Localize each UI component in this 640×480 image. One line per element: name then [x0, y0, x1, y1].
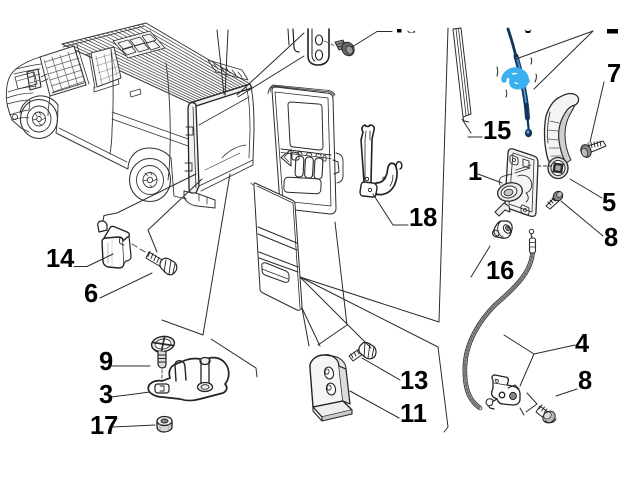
svg-text:3: 3 — [99, 381, 113, 409]
svg-text:5: 5 — [602, 189, 616, 217]
svg-text:17: 17 — [90, 412, 118, 440]
svg-text:16: 16 — [486, 257, 514, 285]
svg-text:8: 8 — [578, 367, 592, 395]
svg-text:13: 13 — [400, 367, 428, 395]
svg-text:9: 9 — [99, 348, 113, 376]
svg-text:11: 11 — [400, 400, 427, 428]
svg-text:18: 18 — [409, 204, 437, 232]
svg-text:4: 4 — [575, 330, 590, 358]
svg-text:1: 1 — [468, 158, 482, 186]
svg-text:14: 14 — [46, 245, 75, 273]
svg-text:6: 6 — [84, 280, 98, 308]
svg-text:7: 7 — [607, 60, 621, 88]
svg-text:8: 8 — [604, 224, 618, 252]
svg-text:15: 15 — [483, 117, 511, 145]
